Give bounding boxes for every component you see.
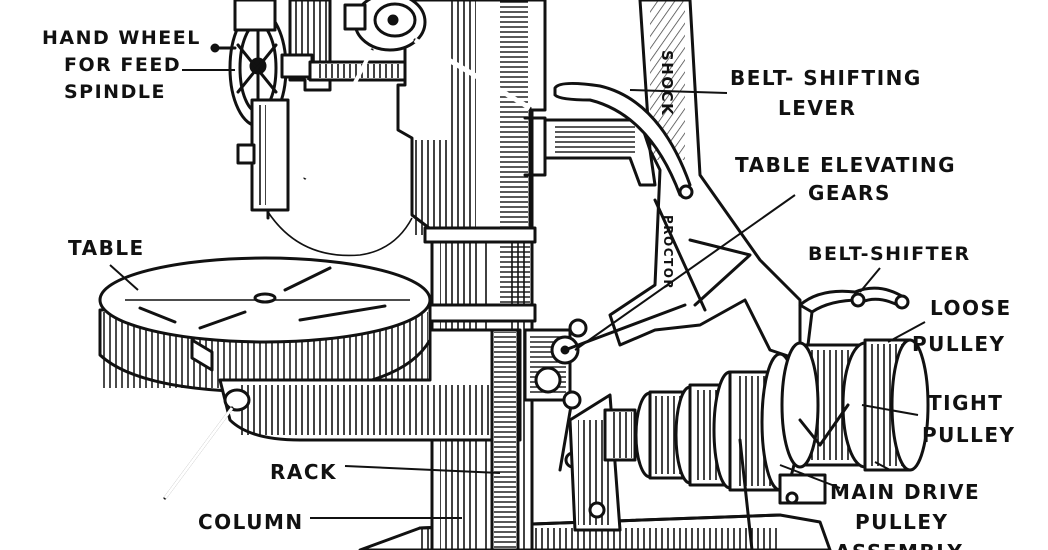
label-rack: RACK bbox=[270, 460, 337, 484]
svg-text:LOOSE: LOOSE bbox=[930, 296, 1012, 320]
label-tight-pulley: TIGHT PULLEY bbox=[922, 391, 1016, 447]
label-table: TABLE bbox=[68, 236, 145, 260]
svg-text:PULLEY: PULLEY bbox=[912, 332, 1006, 356]
svg-text:SPINDLE: SPINDLE bbox=[64, 81, 166, 103]
svg-text:LEVER: LEVER bbox=[778, 96, 856, 120]
svg-text:TABLE: TABLE bbox=[68, 236, 145, 260]
svg-text:BELT- SHIFTING: BELT- SHIFTING bbox=[730, 66, 922, 90]
svg-text:COLUMN: COLUMN bbox=[198, 510, 304, 534]
svg-text:MAIN DRIVE: MAIN DRIVE bbox=[830, 480, 980, 504]
label-column: COLUMN bbox=[198, 510, 304, 534]
svg-text:TIGHT: TIGHT bbox=[928, 391, 1003, 415]
label-belt-shifting-lever: BELT- SHIFTING LEVER bbox=[730, 66, 922, 120]
work-table[interactable] bbox=[98, 256, 432, 394]
svg-text:TABLE ELEVATING: TABLE ELEVATING bbox=[735, 153, 956, 177]
feed-spindle-housing bbox=[233, 0, 407, 220]
label-loose-pulley: LOOSE PULLEY bbox=[912, 296, 1012, 356]
drill-head bbox=[396, 0, 547, 323]
svg-text:BELT-SHIFTER: BELT-SHIFTER bbox=[808, 243, 971, 265]
svg-text:GEARS: GEARS bbox=[808, 181, 891, 205]
leader-lines bbox=[109, 69, 926, 519]
rack bbox=[490, 328, 520, 550]
embossed-frame-mid: PROCTOR bbox=[661, 215, 675, 290]
belt-shifter[interactable] bbox=[798, 286, 910, 347]
table-bracket bbox=[163, 328, 522, 500]
svg-text:HAND WHEEL: HAND WHEEL bbox=[42, 27, 201, 49]
loose-pulley[interactable] bbox=[778, 338, 930, 505]
label-table-elevating-gears: TABLE ELEVATING GEARS bbox=[735, 153, 956, 205]
embossed-frame-top: SHOCK bbox=[658, 50, 676, 116]
label-hand-wheel: HAND WHEEL FOR FEED SPINDLE bbox=[42, 27, 201, 103]
top-pulley[interactable] bbox=[303, 0, 532, 180]
svg-text:PULLEY: PULLEY bbox=[922, 423, 1016, 447]
svg-text:RACK: RACK bbox=[270, 460, 337, 484]
table-elevating-gears[interactable] bbox=[523, 303, 687, 472]
main-drive-pulley-assembly[interactable] bbox=[603, 352, 800, 550]
feed-belt bbox=[267, 211, 413, 257]
svg-text:PULLEY: PULLEY bbox=[855, 510, 949, 534]
belt-shifting-lever[interactable] bbox=[553, 81, 694, 200]
label-main-drive-pulley: MAIN DRIVE PULLEY ASSEMBLY bbox=[830, 480, 980, 550]
svg-text:ASSEMBLY: ASSEMBLY bbox=[835, 540, 963, 550]
svg-text:FOR FEED: FOR FEED bbox=[64, 54, 181, 76]
label-belt-shifter: BELT-SHIFTER bbox=[808, 243, 971, 265]
